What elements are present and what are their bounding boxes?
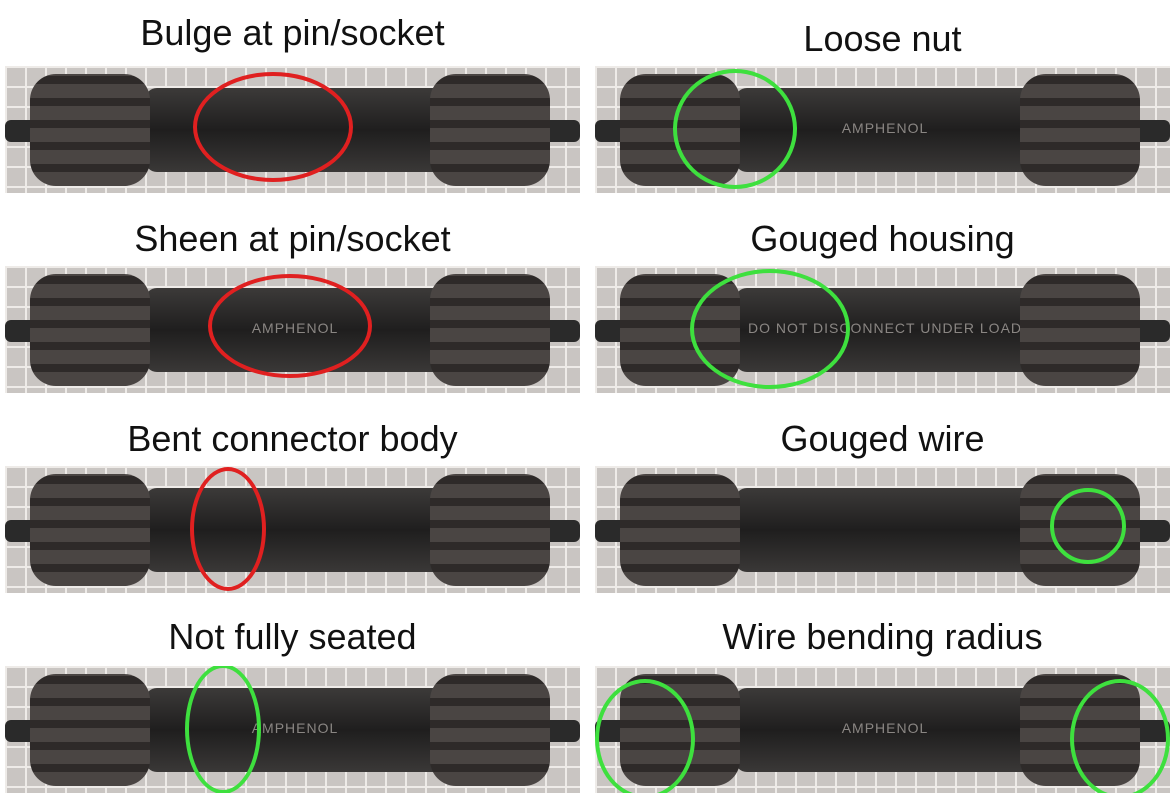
panel-label: Wire bending radius <box>722 616 1043 657</box>
connector-nut <box>430 674 550 786</box>
connector-photo <box>595 466 1170 593</box>
connector-nut <box>430 274 550 386</box>
connector-photo: AMPHENOL <box>5 266 580 393</box>
connector-body: AMPHENOL <box>735 688 1035 772</box>
connector-photo <box>5 66 580 193</box>
connector-nut <box>620 474 740 586</box>
panel-label: Not fully seated <box>168 616 417 657</box>
connector-nut <box>1020 274 1140 386</box>
brand-text: AMPHENOL <box>841 720 929 736</box>
connector-body <box>735 488 1035 572</box>
connector-nut <box>1020 74 1140 186</box>
connector-photo: DO NOT DISCONNECT UNDER LOAD <box>595 266 1170 393</box>
connector-nut <box>30 474 150 586</box>
highlight-circle <box>208 274 372 378</box>
highlight-circle <box>190 467 266 591</box>
connector-photo <box>5 466 580 593</box>
connector-nut <box>430 474 550 586</box>
panel-label: Gouged wire <box>780 418 985 459</box>
connector-nut <box>30 74 150 186</box>
brand-text: AMPHENOL <box>841 120 929 136</box>
highlight-circle <box>193 72 353 182</box>
panel-label: Bent connector body <box>127 418 458 459</box>
connector-photo: AMPHENOL <box>595 666 1170 793</box>
panel-label: Bulge at pin/socket <box>140 12 445 53</box>
connector-photo: AMPHENOL <box>5 666 580 793</box>
highlight-circle <box>690 269 850 389</box>
highlight-circle <box>673 69 797 189</box>
panel-label: Sheen at pin/socket <box>134 218 451 259</box>
panel-label: Loose nut <box>803 18 962 59</box>
highlight-circle <box>1050 488 1126 564</box>
connector-photo: AMPHENOL <box>595 66 1170 193</box>
highlight-circle <box>595 679 695 793</box>
brand-text: AMPHENOL <box>251 720 339 736</box>
connector-nut <box>30 274 150 386</box>
connector-nut <box>30 674 150 786</box>
highlight-circle <box>1070 679 1170 793</box>
highlight-circle <box>185 666 261 793</box>
connector-nut <box>430 74 550 186</box>
panel-label: Gouged housing <box>750 218 1015 259</box>
